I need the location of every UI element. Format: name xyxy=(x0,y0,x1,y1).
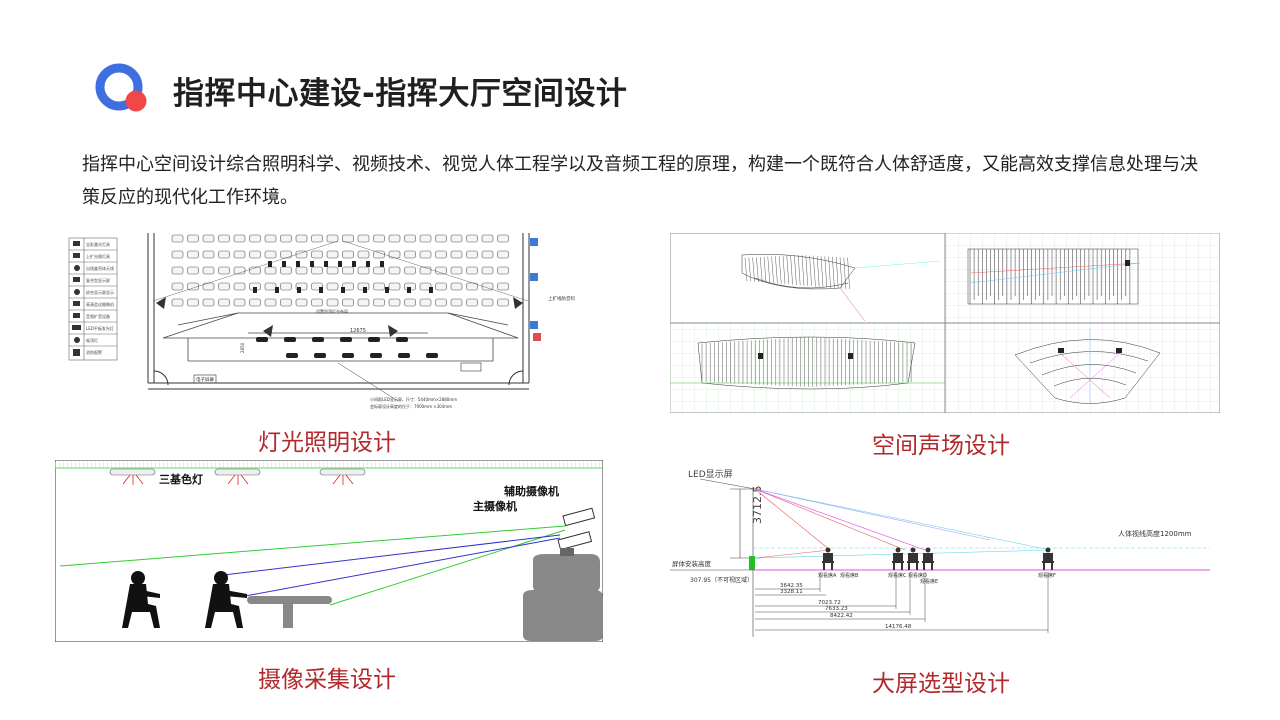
led-note: 小间距LED显示屏，尺寸：5440mm×2880mm xyxy=(370,396,457,402)
main-camera-label: 主摄像机 xyxy=(473,499,517,513)
camera-design-drawing: 三基色灯 辅助摄像机 主摄像机 xyxy=(55,460,603,642)
height-label: 3712.5 xyxy=(751,486,764,525)
distance-label: 3328.11 xyxy=(780,589,803,595)
distance-label: 14176.48 xyxy=(885,624,912,630)
legend-item: 全彩激光灯具 xyxy=(86,241,110,247)
install-height-label: 屏体安装高度 xyxy=(672,559,712,568)
blind-zone-label: 307.95（不可视区域） xyxy=(690,576,753,584)
bottom-label: 电子屏幕 xyxy=(196,376,214,383)
viewer-label: 观看席C xyxy=(888,572,907,579)
eye-height-label: 人体视线高度1200mm xyxy=(1118,529,1192,538)
page-title: 指挥中心建设-指挥大厅空间设计 xyxy=(173,76,628,112)
legend-item: 吸顶灯 xyxy=(86,337,98,343)
caption-lighting: 灯光照明设计 xyxy=(258,430,396,456)
legend-item: 高清会议摄像机 xyxy=(86,301,114,307)
distance-label: 7023.72 xyxy=(818,600,841,606)
brand-logo-icon xyxy=(95,63,147,112)
viewer-label: 观看席A xyxy=(818,572,837,579)
legend-item: 音频扩音设备 xyxy=(86,313,110,319)
legend-item: LED平板发光灯 xyxy=(86,325,114,331)
legend-item: 上扩光格灯具 xyxy=(86,253,110,259)
caption-screen: 大屏选型设计 xyxy=(872,671,1010,697)
dimension-label: 12675 xyxy=(350,328,366,334)
acoustic-design-drawing xyxy=(670,233,1220,413)
legend-item: 综合显示屏显示 xyxy=(86,289,114,295)
callout-label: 上扩线防音料 xyxy=(548,295,575,302)
distance-label: 8422.42 xyxy=(830,613,853,619)
caption-acoustic: 空间声场设计 xyxy=(872,433,1010,459)
lights-label: 三基色灯 xyxy=(159,472,203,486)
caption-camera: 摄像采集设计 xyxy=(258,667,396,693)
legend-table xyxy=(68,237,118,361)
screen-design-drawing: LED显示屏 3712.5 屏体安装高度 人体视线高度1200mm 307.95… xyxy=(670,462,1220,644)
legend-item: 出线盒壳体天线 xyxy=(86,265,114,271)
aux-camera-label: 辅助摄像机 xyxy=(504,484,559,498)
led-label: LED显示屏 xyxy=(688,469,733,480)
distance-label: 3642.35 xyxy=(780,583,803,589)
ceiling-note: 设置吊顶灯光布局 xyxy=(316,308,348,314)
distance-label: 7633.23 xyxy=(825,606,848,612)
viewer-label: 观看席E xyxy=(920,578,938,585)
legend-item: 消防报警 xyxy=(86,349,102,355)
lighting-design-drawing: 全彩激光灯具 上扩光格灯具 出线盒壳体天线 复合型显示屏 综合显示屏显示 高清会… xyxy=(68,233,593,413)
intro-paragraph: 指挥中心空间设计综合照明科学、视频技术、视觉人体工程学以及音频工程的原理，构建一… xyxy=(82,154,1198,208)
dimension-vertical: 2850 xyxy=(240,342,245,353)
viewer-label: 观看席D xyxy=(908,572,927,579)
led-note: 会标屏设计高度的位于：7900mm ×304mm xyxy=(370,403,452,409)
legend-item: 复合型显示屏 xyxy=(86,277,110,283)
viewer-label: 观看席B xyxy=(840,572,859,579)
viewer-label: 观看席F xyxy=(1038,572,1056,579)
